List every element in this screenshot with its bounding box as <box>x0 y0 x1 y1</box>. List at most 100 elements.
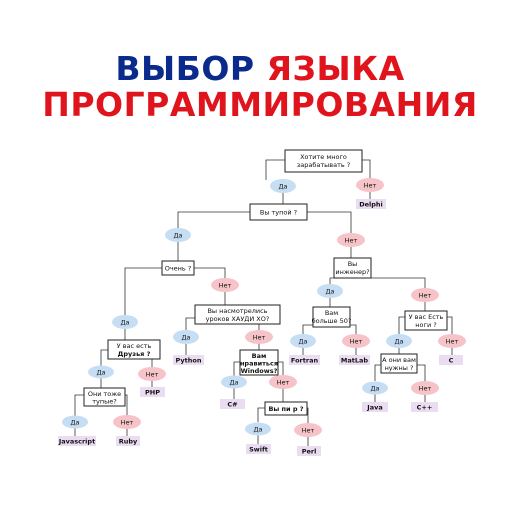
svg-text:Ruby: Ruby <box>119 438 138 446</box>
svg-text:Да: Да <box>325 288 334 296</box>
answer-yes: Да <box>290 334 316 348</box>
svg-text:Да: Да <box>229 379 238 387</box>
answer-yes: Да <box>317 284 343 298</box>
svg-text:Да: Да <box>173 232 182 240</box>
svg-text:Да: Да <box>70 419 79 427</box>
question-text: Они тоже <box>88 390 121 398</box>
svg-text:Нет: Нет <box>121 419 134 427</box>
svg-text:Да: Да <box>96 369 105 377</box>
svg-text:Нет: Нет <box>446 338 459 346</box>
question-box-money: Хотите много зарабатывать ? <box>284 149 363 173</box>
svg-text:Да: Да <box>370 385 379 393</box>
question-text: Windows? <box>241 367 278 375</box>
lang-delphi: Delphi <box>356 199 386 209</box>
question-text: У вас есть <box>117 342 152 350</box>
question-box-legs: У вас Есть ноги ? <box>404 310 448 331</box>
question-text: ноги ? <box>415 321 436 329</box>
svg-text:Java: Java <box>366 404 382 412</box>
question-box-need-them: А они вам нужны ? <box>380 353 418 374</box>
lang-python: Python <box>173 355 204 365</box>
answer-no: Нет <box>411 381 439 395</box>
answer-no: Нет <box>438 334 466 348</box>
answer-no: Нет <box>113 415 141 429</box>
question-text: Друзья ? <box>118 350 151 358</box>
svg-text:PHP: PHP <box>145 389 160 397</box>
question-text: нравиться <box>240 360 278 368</box>
question-text: Вы насмотрелись <box>207 307 267 315</box>
question-box-friends: У вас есть Друзья ? <box>107 339 161 360</box>
answer-no: Нет <box>356 178 384 192</box>
svg-text:Нет: Нет <box>419 292 432 300</box>
svg-text:Нет: Нет <box>146 371 159 379</box>
lang-java: Java <box>362 402 388 412</box>
answers: Да Нет Да Нет Да Нет Да Нет Да Нет Да Не… <box>62 178 466 437</box>
question-text: А они вам <box>382 356 416 364</box>
question-text: Очень ? <box>165 265 192 273</box>
svg-text:Да: Да <box>253 426 262 434</box>
answer-no: Нет <box>294 423 322 437</box>
lang-fortran: Fortran <box>289 355 320 365</box>
svg-text:Да: Да <box>120 319 129 327</box>
lang-c: C <box>439 355 463 365</box>
svg-text:Delphi: Delphi <box>359 201 383 209</box>
svg-text:Нет: Нет <box>350 338 363 346</box>
svg-text:Да: Да <box>181 334 190 342</box>
connector-lines <box>74 159 453 446</box>
lang-php: PHP <box>140 387 165 397</box>
question-box-engineer: Вы инженер? <box>333 257 372 279</box>
title-word-choice: ВЫБОР <box>115 49 255 88</box>
question-text: У вас Есть <box>409 313 444 321</box>
answer-yes: Да <box>245 422 271 436</box>
lang-javascript: Javascript <box>58 436 96 446</box>
question-text: тупые? <box>92 398 116 406</box>
lang-cpp: C++ <box>411 402 438 412</box>
lang-matlab: MatLab <box>339 355 370 365</box>
answer-yes: Да <box>173 330 199 344</box>
question-box-haudi: Вы насмотрелись уроков ХАУДИ ХО? <box>194 304 281 325</box>
question-box-windows: Вам нравиться Windows? <box>239 349 279 376</box>
answer-no: Нет <box>211 278 239 292</box>
question-box-very: Очень ? <box>161 260 195 276</box>
svg-text:Нет: Нет <box>364 182 377 190</box>
answer-no: Нет <box>269 375 297 389</box>
question-text: Вы <box>348 260 358 268</box>
answer-yes: Да <box>88 365 114 379</box>
svg-text:MatLab: MatLab <box>341 357 368 365</box>
question-box-pi: Вы пи р ? <box>264 401 308 416</box>
svg-text:Нет: Нет <box>219 282 232 290</box>
answer-no: Нет <box>337 233 365 247</box>
svg-text:Да: Да <box>394 338 403 346</box>
title-line-2: ПРОГРАММИРОВАНИЯ <box>42 85 478 124</box>
question-text: уроков ХАУДИ ХО? <box>206 315 270 323</box>
question-text: Хотите много <box>300 153 347 161</box>
question-text: Вы пи р ? <box>268 405 303 413</box>
answer-no: Нет <box>138 367 166 381</box>
svg-text:Нет: Нет <box>277 379 290 387</box>
svg-text:Нет: Нет <box>345 237 358 245</box>
svg-text:Нет: Нет <box>419 385 432 393</box>
answer-no: Нет <box>342 334 370 348</box>
languages: Delphi Python Fortran MatLab C PHP C# Ja… <box>58 199 463 456</box>
question-text: Вам <box>325 309 338 317</box>
question-text: инженер? <box>335 268 369 276</box>
question-text: нужны ? <box>385 364 414 372</box>
svg-text:Javascript: Javascript <box>58 438 95 446</box>
svg-text:Swift: Swift <box>249 446 268 454</box>
answer-no: Нет <box>245 330 273 344</box>
lang-perl: Perl <box>297 446 321 456</box>
question-box-dumb-friends: Они тоже тупые? <box>83 387 126 407</box>
svg-text:C++: C++ <box>417 404 433 412</box>
svg-text:Python: Python <box>176 357 202 365</box>
svg-text:C: C <box>449 357 454 365</box>
question-box-over50: Вам больше 50? <box>312 306 351 328</box>
svg-text:Нет: Нет <box>253 334 266 342</box>
answer-yes: Да <box>112 315 138 329</box>
answer-yes: Да <box>362 381 388 395</box>
answer-yes: Да <box>221 375 247 389</box>
answer-yes: Да <box>165 228 191 242</box>
answer-yes: Да <box>386 334 412 348</box>
title-word-language: ЯЗЫКА <box>266 49 405 88</box>
svg-text:Да: Да <box>278 183 287 191</box>
svg-text:Perl: Perl <box>302 448 317 456</box>
